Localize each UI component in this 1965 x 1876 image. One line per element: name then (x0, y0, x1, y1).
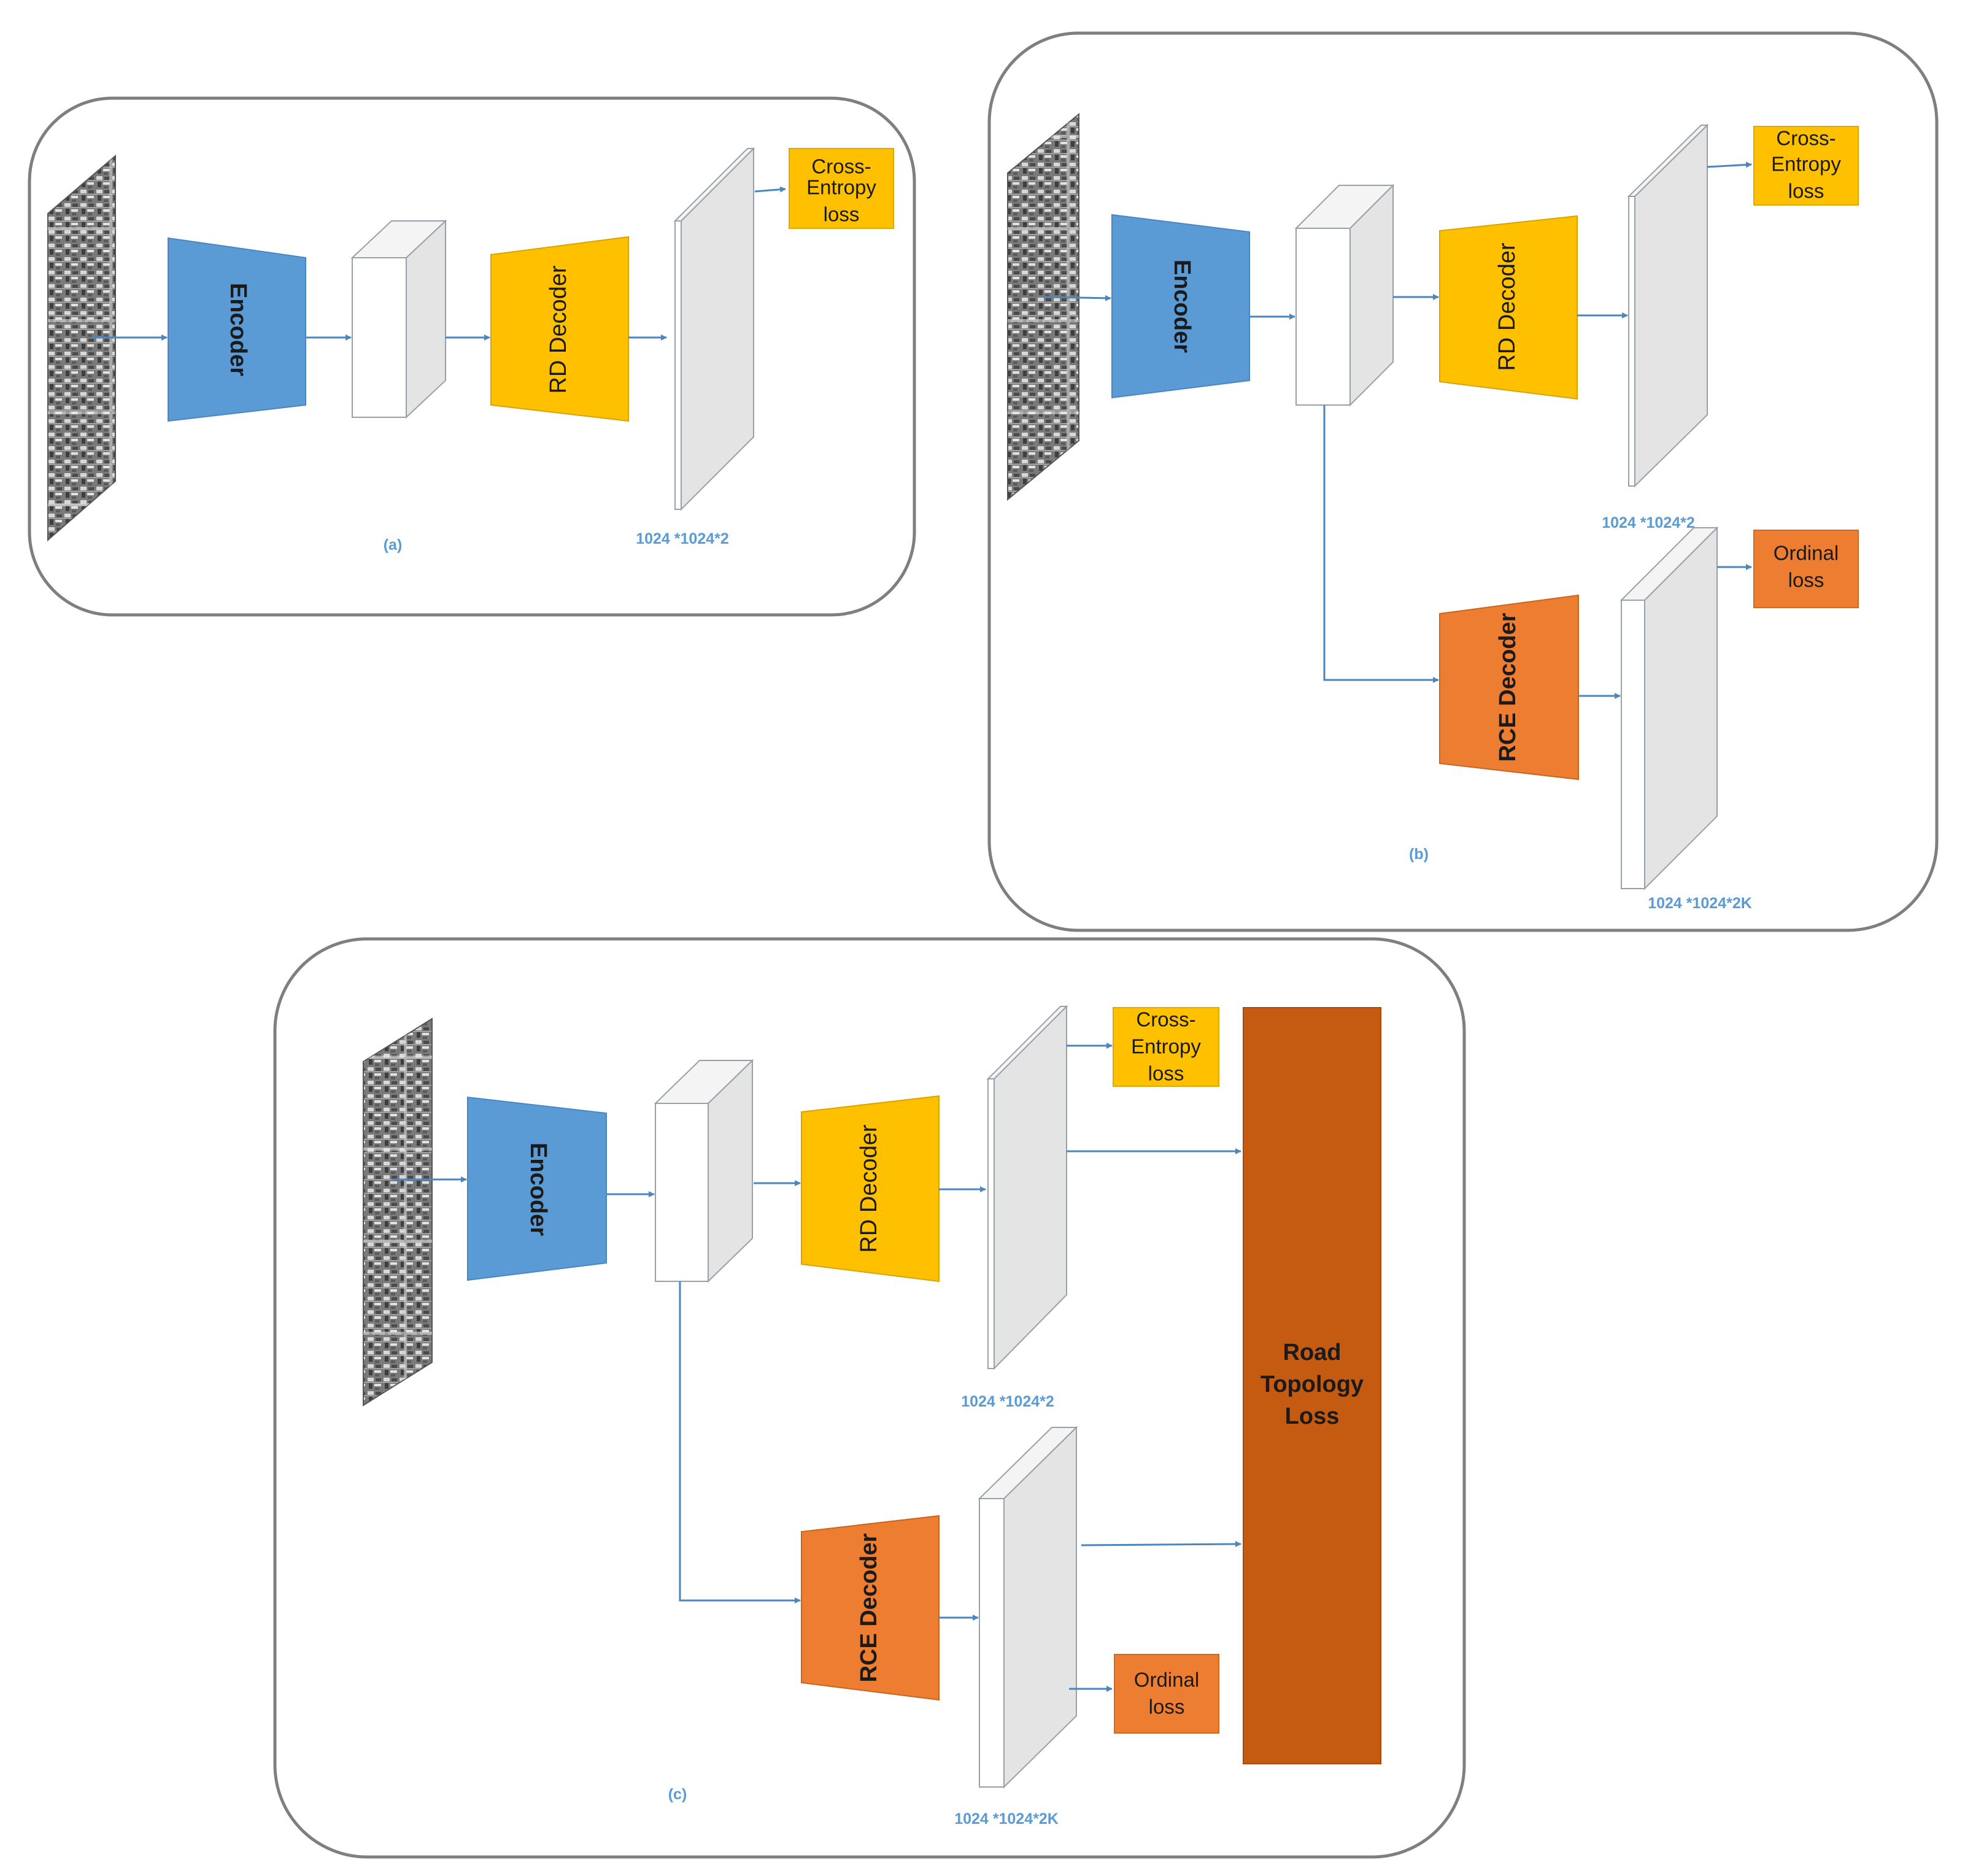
ordinal-loss-line2: loss (1788, 569, 1824, 592)
ordinal-loss-box (1753, 530, 1859, 608)
cross-entropy-loss-line3: loss (824, 203, 860, 226)
rd-decoder-block (490, 236, 629, 422)
encoder-block (1111, 214, 1250, 399)
road-topology-loss-block (1243, 1007, 1381, 1764)
cross-entropy-loss-line2: Entropy (806, 176, 876, 199)
input-image (1007, 112, 1079, 501)
ordinal-loss-line1: Ordinal (1134, 1669, 1199, 1691)
rce-decoder-block (1439, 594, 1579, 781)
rd-decoder-label: RD Decoder (546, 265, 571, 393)
panel-c: Encoder RD Decoder 1024 *1024*2 Cross- E… (273, 937, 1466, 1859)
input-image (47, 154, 116, 542)
encoder-block (467, 1096, 607, 1281)
rd-output-dims: 1024 *1024*2 (961, 1393, 1054, 1410)
rd-output-map (986, 1005, 1068, 1370)
cross-entropy-loss-box (1113, 1007, 1219, 1087)
arrow-rd-loss (754, 186, 786, 193)
encoder-block (168, 237, 306, 422)
ordinal-loss-box (1114, 1654, 1219, 1734)
arrow-rce-topology (1081, 1541, 1241, 1548)
rd-decoder-label: RD Decoder (856, 1124, 882, 1253)
rd-output-map (1627, 123, 1709, 488)
rce-output-dims: 1024 *1024*2K (1648, 895, 1752, 912)
rd-decoder-block (1439, 215, 1578, 400)
rce-output-dims: 1024 *1024*2K (954, 1810, 1059, 1828)
feature-map-block (350, 219, 447, 419)
ordinal-loss-line1: Ordinal (1774, 542, 1839, 565)
panel-b-caption: (b) (1409, 846, 1429, 863)
panel-b: Encoder RD Decoder 1024 *1024*2 Cross- E… (987, 31, 1939, 932)
encoder-label: Encoder (225, 283, 251, 376)
cross-entropy-loss-line1: Cross- (1136, 1008, 1195, 1031)
cross-entropy-loss-box (789, 148, 894, 229)
panel-a-caption: (a) (384, 536, 403, 554)
cross-entropy-loss-line1: Cross- (1776, 127, 1836, 150)
rce-output-map (1619, 526, 1719, 890)
arrow-input-encoder (1043, 295, 1111, 301)
encoder-label: Encoder (1169, 260, 1195, 353)
rd-output-map (673, 147, 755, 511)
arrow-feature-rce (1323, 405, 1439, 683)
rce-output-map (978, 1426, 1078, 1789)
cross-entropy-loss-line2: Entropy (1771, 153, 1841, 176)
feature-map-block (654, 1059, 754, 1283)
arrow-rd-loss (1707, 161, 1752, 168)
encoder-label: Encoder (525, 1143, 551, 1236)
rd-decoder-block (801, 1095, 940, 1283)
cross-entropy-loss-line3: loss (1148, 1062, 1184, 1085)
road-topology-loss-line2: Topology (1260, 1372, 1364, 1397)
road-topology-loss-line3: Loss (1285, 1403, 1340, 1429)
rce-decoder-label: RCE Decoder (1495, 612, 1521, 762)
rd-decoder-label: RD Decoder (1494, 242, 1520, 371)
panel-a-frame (28, 96, 916, 617)
cross-entropy-loss-line2: Entropy (1131, 1035, 1201, 1058)
panel-a: Encoder RD Decoder 1024 *1024*2 Cross- E… (28, 96, 916, 617)
input-image (363, 1017, 433, 1407)
feature-map-block (1294, 183, 1395, 407)
cross-entropy-loss-line3: loss (1788, 180, 1824, 203)
ordinal-loss-line2: loss (1149, 1696, 1185, 1718)
cross-entropy-loss-line1: Cross- (811, 155, 871, 178)
rce-decoder-block (801, 1515, 940, 1701)
cross-entropy-loss-box (1753, 126, 1859, 206)
road-topology-loss-line1: Road (1283, 1340, 1342, 1365)
rce-decoder-label: RCE Decoder (856, 1533, 882, 1682)
rd-output-dims: 1024 *1024*2 (1602, 514, 1695, 531)
panel-c-caption: (c) (668, 1786, 687, 1803)
arrow-feature-rce (679, 1281, 801, 1604)
rd-output-dims: 1024 *1024*2 (636, 530, 729, 547)
